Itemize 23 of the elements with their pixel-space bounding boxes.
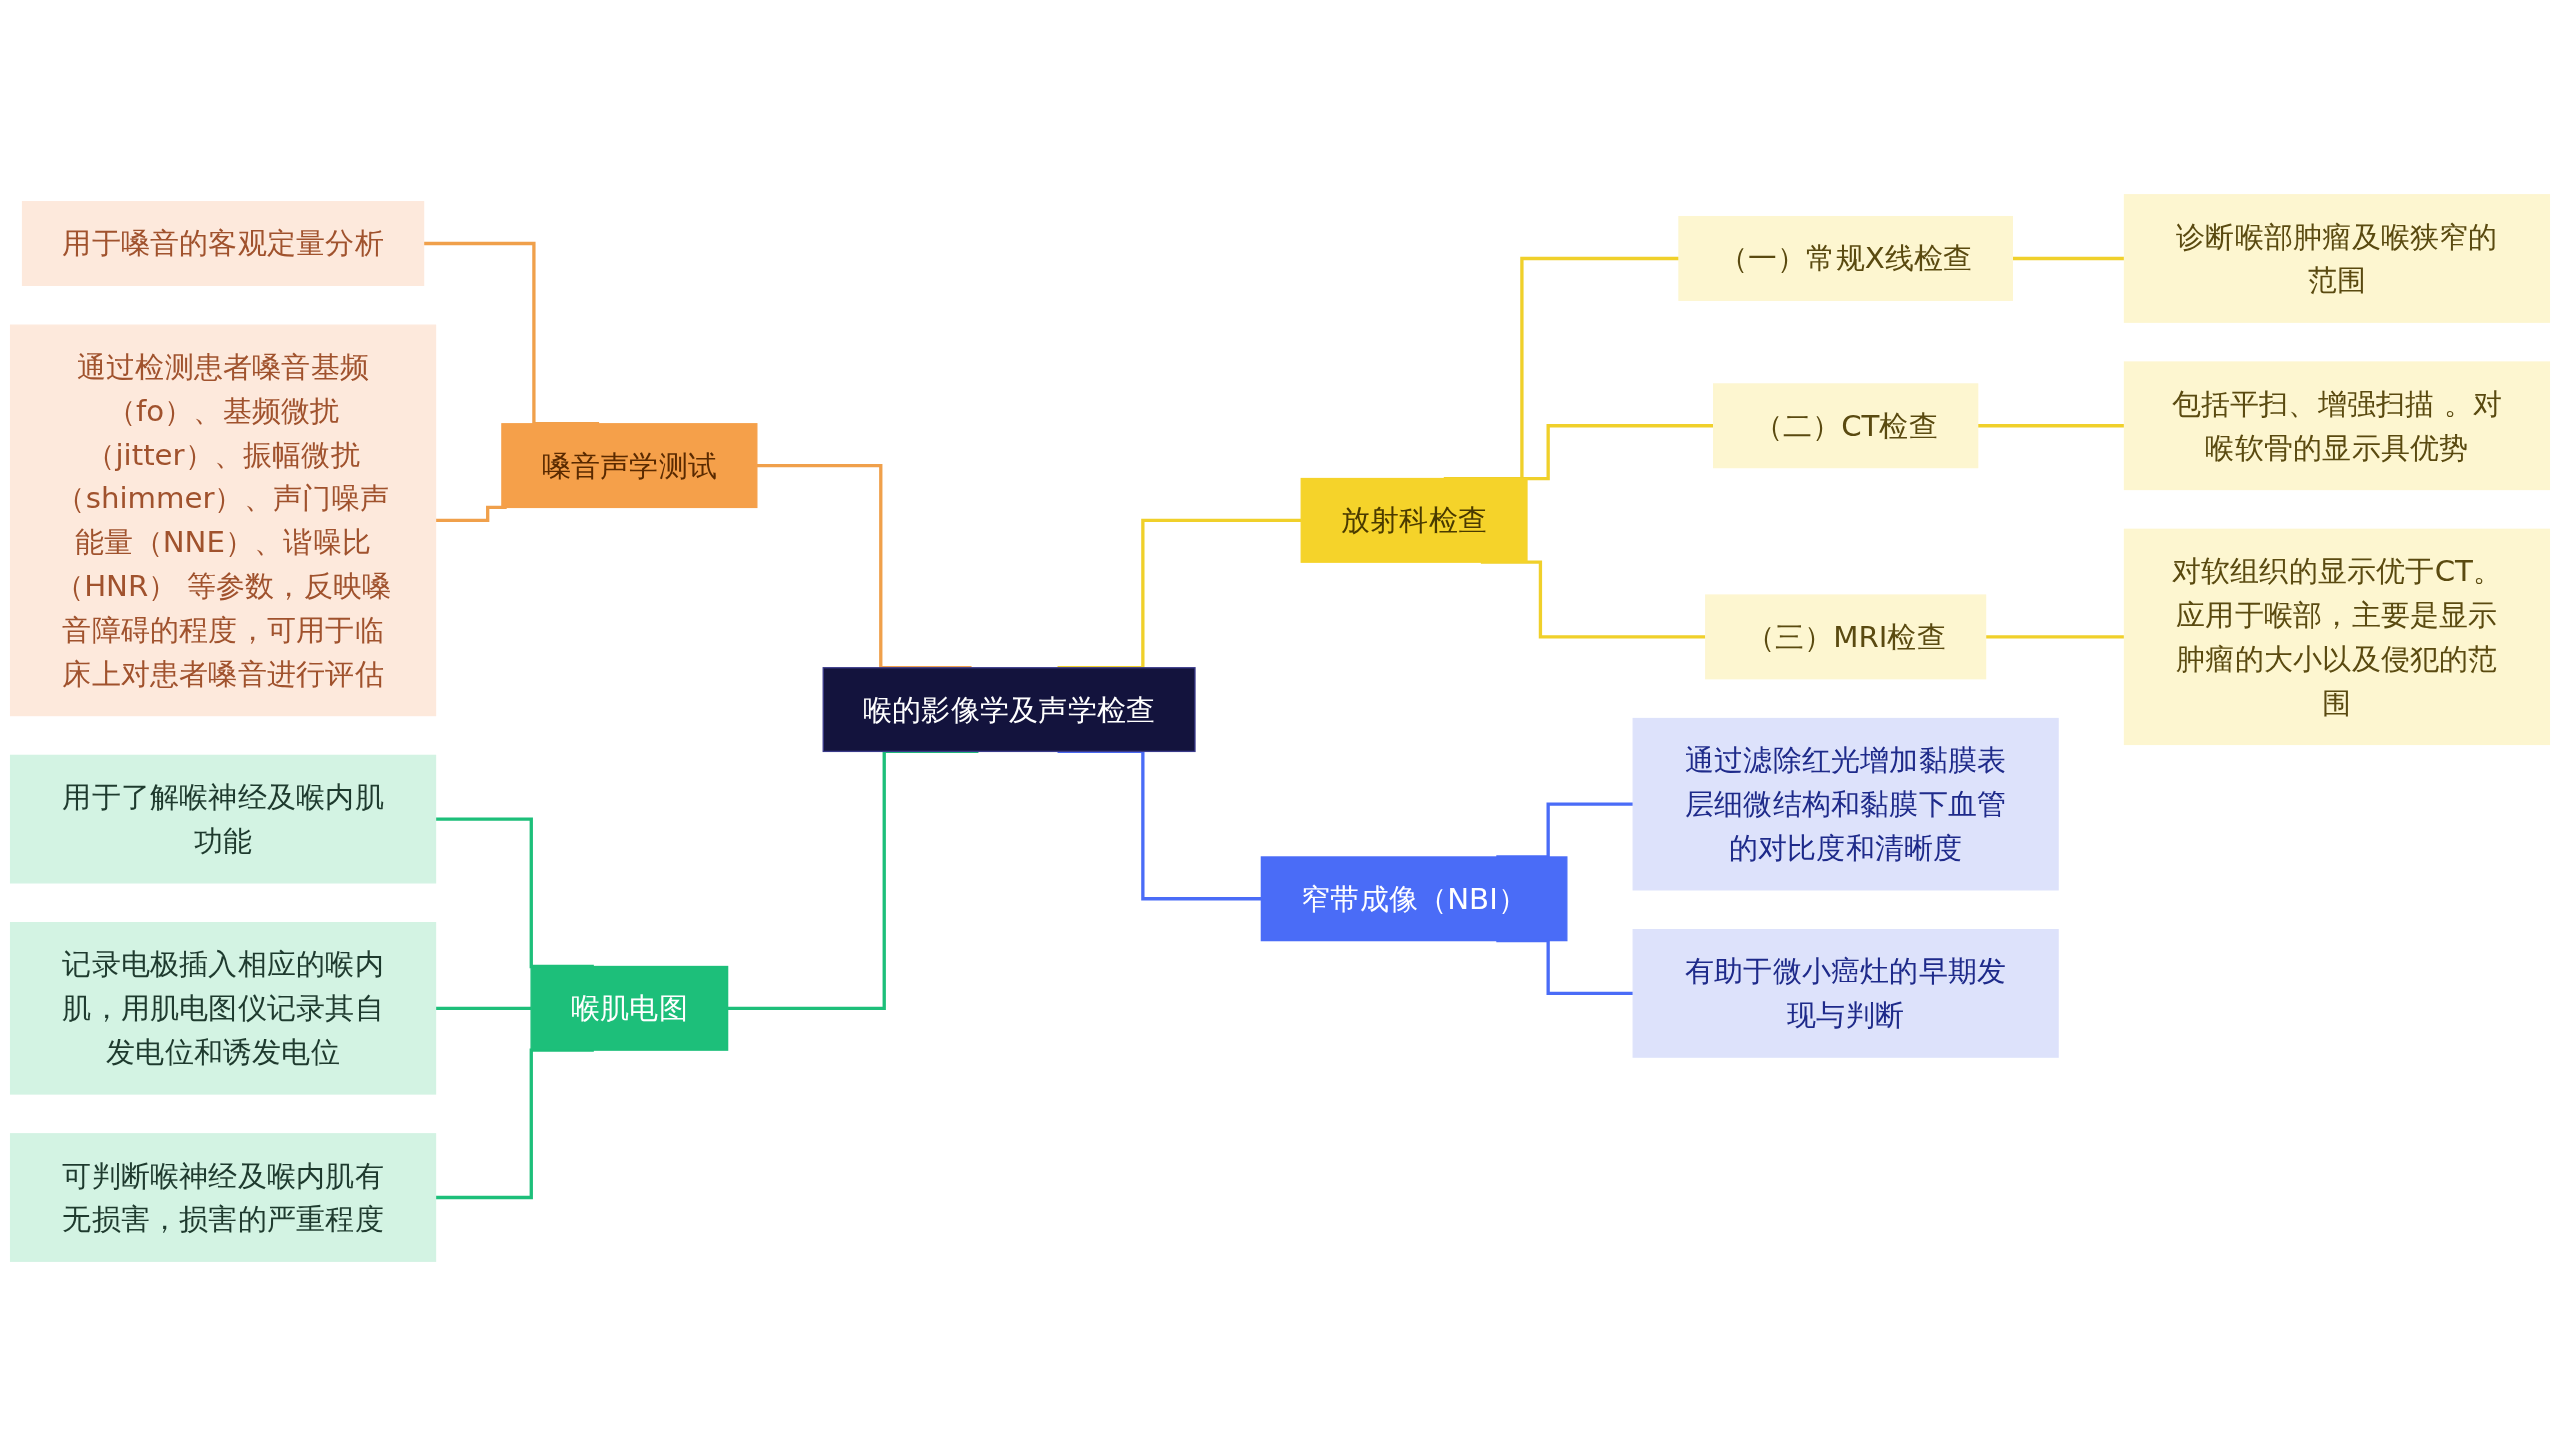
node-box: 对软组织的显示优于CT。应用于喉部，主要是显示肿瘤的大小以及侵犯的范围 [2123,528,2551,746]
node-box: 窄带成像（NBI） [1260,856,1568,942]
node-box: 喉肌电图 [530,965,729,1051]
connector [1985,635,2125,639]
node-box: （二）CT检查 [1713,383,1979,469]
node-box: 喉的影像学及声学检查 [822,667,1196,753]
node-box: 嗓音声学测试 [501,423,758,509]
node-box: 可判断喉神经及喉内肌有无损害，损害的严重程度 [9,1133,437,1262]
node-box: 有助于微小癌灶的早期发现与判断 [1632,929,2059,1058]
node-box: （一）常规X线检查 [1678,215,2013,301]
connector [2012,256,2125,261]
connector [1977,424,2125,428]
connector [435,817,594,969]
node-box: 通过滤除红光增加黏膜表层细微结构和黏膜下血管的对比度和清晰度 [1632,717,2059,891]
node-box: 记录电极插入相应的喉内肌，用肌电图仪记录其自发电位和诱发电位 [9,922,437,1095]
node-box: 包括平扫、增强扫描 。对喉软骨的显示具优势 [2123,361,2551,491]
node-box: 用于了解喉神经及喉内肌功能 [9,754,437,884]
node-box: （三）MRI检查 [1705,594,1987,680]
node-box: 放射科检查 [1300,477,1528,563]
connector [435,1006,532,1010]
node-box: 通过检测患者嗓音基频（fo）、基频微扰（jitter）、振幅微扰（shimmer）、声门噪声能量（NNE）、谐噪比（HNR） 等参数，反映嗓音障碍的程度，可用于临床上对患者嗓音进行评估 [9,324,437,717]
node-box: 诊断喉部肿瘤及喉狭窄的范围 [2123,194,2551,323]
node-box: 用于嗓音的客观定量分析 [21,201,425,287]
